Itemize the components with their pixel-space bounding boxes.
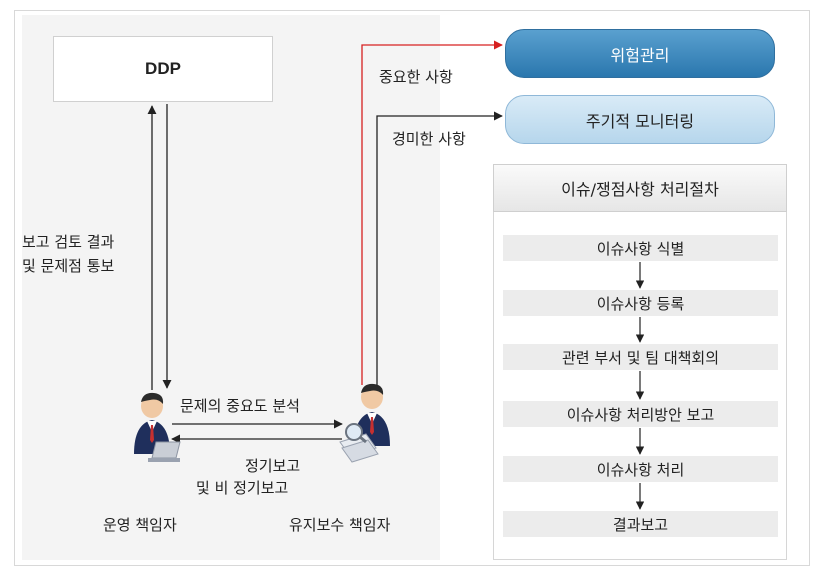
procedure-step-label: 이슈사항 처리방안 보고: [566, 405, 715, 424]
left-panel: [22, 15, 440, 560]
important-arrow: [361, 40, 503, 385]
maintainer-label: 유지보수 책임자: [289, 516, 391, 534]
operator-person-icon: [134, 392, 181, 462]
risk-management-label: 위험관리: [610, 45, 670, 65]
maintainer-person-icon: [339, 383, 390, 463]
regular-report-line1: 정기보고: [245, 457, 301, 475]
analysis-label: 문제의 중요도 분석: [180, 397, 300, 415]
procedure-step: 관련 부서 및 팀 대책회의: [503, 344, 778, 370]
minor-label: 경미한 사항: [392, 130, 466, 148]
procedure-step: 결과보고: [503, 511, 778, 537]
procedure-step-label: 이슈사항 등록: [596, 294, 685, 313]
important-label: 중요한 사항: [379, 68, 453, 86]
procedure-step: 이슈사항 등록: [503, 290, 778, 316]
procedure-step-label: 관련 부서 및 팀 대책회의: [561, 348, 720, 367]
operator-label: 운영 책임자: [103, 516, 177, 534]
procedure-step-label: 이슈사항 처리: [596, 460, 685, 479]
report-text-line2: 및 문제점 통보: [22, 257, 115, 275]
periodic-monitoring-label: 주기적 모니터링: [585, 111, 695, 131]
ddp-label: DDP: [145, 59, 181, 78]
periodic-monitoring-pill: 주기적 모니터링: [505, 95, 775, 144]
regular-report-line2: 및 비 정기보고: [196, 479, 289, 497]
report-text-line1: 보고 검토 결과: [22, 233, 115, 251]
procedure-title: 이슈/쟁점사항 처리절차: [561, 180, 719, 199]
procedure-step: 이슈사항 식별: [503, 235, 778, 261]
ddp-box: DDP: [53, 36, 273, 102]
procedure-header: 이슈/쟁점사항 처리절차: [493, 164, 787, 212]
procedure-step-label: 이슈사항 식별: [596, 239, 685, 258]
minor-arrow: [376, 111, 503, 385]
procedure-step: 이슈사항 처리방안 보고: [503, 401, 778, 427]
procedure-step-label: 결과보고: [612, 515, 669, 534]
risk-management-pill: 위험관리: [505, 29, 775, 78]
procedure-step: 이슈사항 처리: [503, 456, 778, 482]
